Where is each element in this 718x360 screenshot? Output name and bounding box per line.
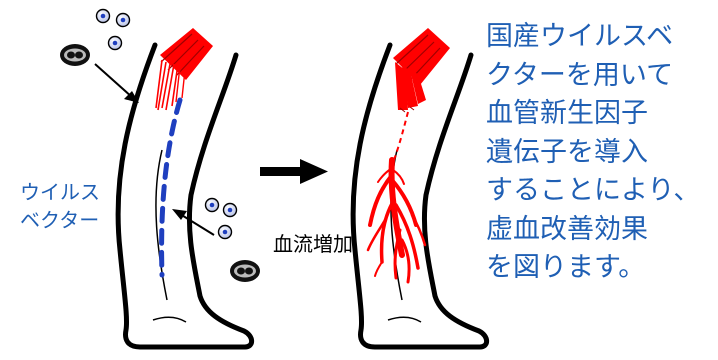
vessel-connector <box>392 112 408 165</box>
new-blood-vessels <box>368 160 425 282</box>
leg-before <box>118 45 252 347</box>
viral-vector-icon <box>60 44 90 66</box>
vessel-tuft-before <box>156 28 213 110</box>
virus-particle-icon <box>97 10 130 50</box>
arrow-right-icon <box>260 159 328 184</box>
pointer-arrow-upper <box>95 64 139 103</box>
vector-injection-path <box>162 100 180 275</box>
description-text: 国産ウイルスベ クターを用いて 血管新生因子 遺伝子を導入 することにより、 虚… <box>486 18 700 288</box>
viral-vector-label: ウイルス ベクター <box>20 178 100 234</box>
viral-vector-icon <box>230 260 260 282</box>
vessel-tuft-after <box>393 28 450 112</box>
blood-flow-label: 血流増加 <box>273 230 353 258</box>
pointer-arrow-lower <box>172 209 214 235</box>
